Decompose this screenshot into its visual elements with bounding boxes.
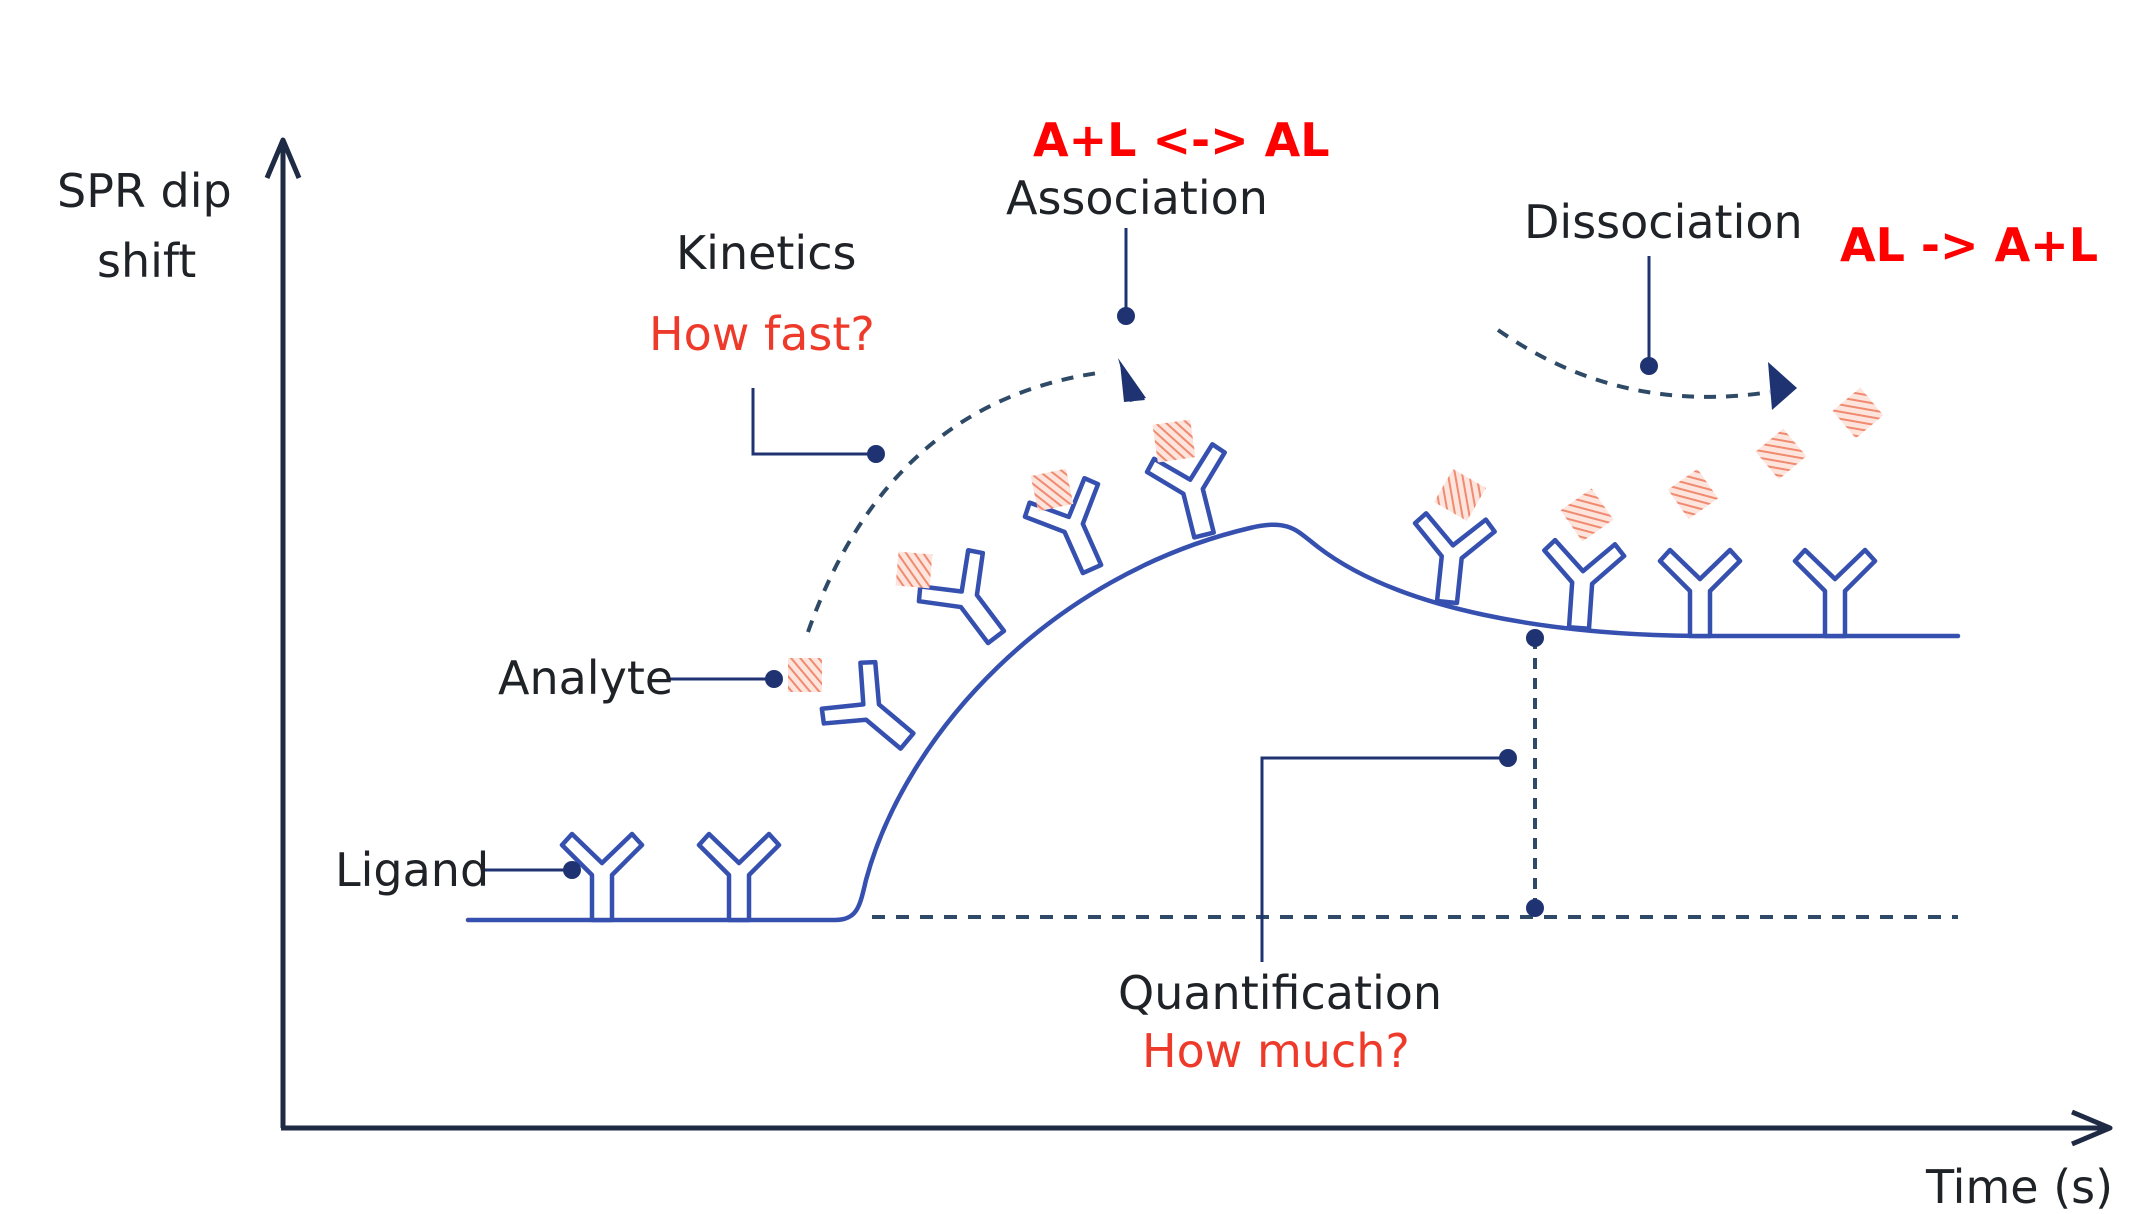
analyte-icon: [1832, 387, 1884, 439]
analyte-icon: [1434, 469, 1486, 521]
analyte-icon: [1560, 488, 1614, 542]
analyte-icon: [895, 551, 933, 589]
sensorgram-curve: [465, 522, 1961, 923]
antibody-icon: [699, 834, 779, 920]
analyte-icon: [1152, 419, 1196, 463]
analyte-label: Analyte: [498, 651, 674, 705]
dissociation-arc-arrow: [1496, 328, 1797, 410]
antibody-icon: [815, 655, 932, 772]
analyte-icon: [1030, 468, 1074, 512]
y-axis: [264, 137, 302, 1128]
antibody-icon: [1539, 539, 1625, 630]
dissociation-label: Dissociation: [1524, 195, 1803, 249]
callout-lines: [484, 228, 1658, 962]
quantification-range: [1526, 629, 1544, 917]
analyte-icon: [1667, 468, 1719, 520]
quantification-label: Quantification: [1118, 966, 1443, 1020]
dissociation-equation: AL -> A+L: [1840, 218, 2099, 272]
y-axis-label-line1: SPR dip: [57, 164, 232, 218]
how-fast-label: How fast?: [649, 307, 875, 361]
x-axis-label: Time (s): [1926, 1160, 2114, 1214]
association-equation: A+L <-> AL: [1033, 113, 1330, 167]
association-arc-arrow: [806, 358, 1146, 633]
y-axis-label-line2: shift: [97, 234, 197, 288]
association-label: Association: [1006, 171, 1268, 225]
kinetics-label: Kinetics: [676, 226, 857, 280]
x-axis: [281, 1109, 2113, 1147]
ligand-antibodies: [562, 442, 1875, 920]
ligand-label: Ligand: [335, 843, 490, 897]
antibody-icon: [1407, 512, 1496, 606]
analyte-icon: [788, 658, 822, 692]
analyte-particles: [788, 387, 1884, 692]
antibody-icon: [1660, 550, 1740, 636]
how-much-label: How much?: [1142, 1024, 1410, 1078]
antibody-icon: [1795, 550, 1875, 636]
analyte-icon: [1755, 428, 1807, 480]
